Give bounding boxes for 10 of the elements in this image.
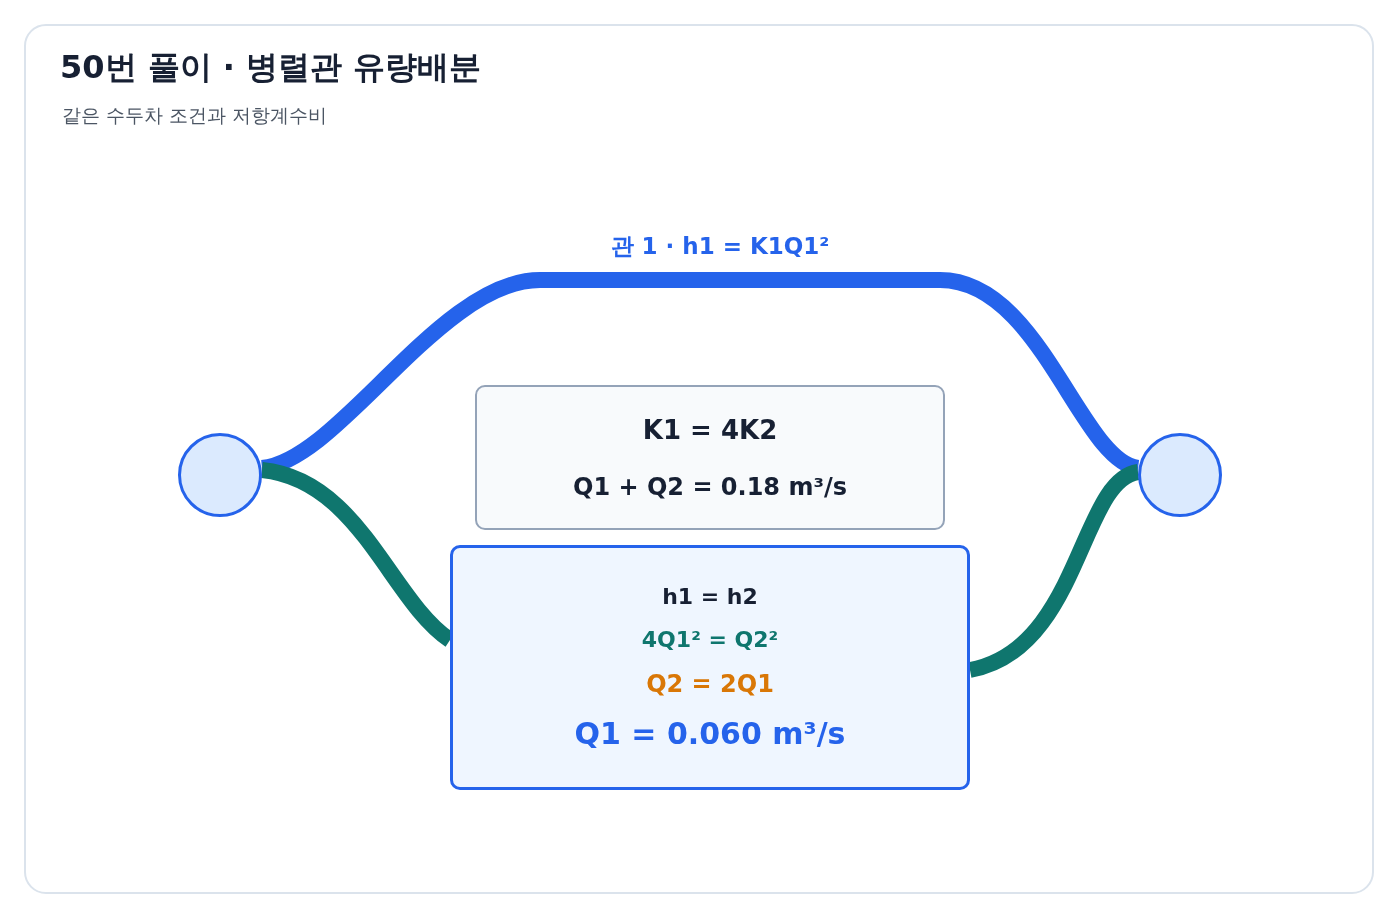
equation-text: h1 = h2 — [662, 584, 758, 609]
equation-text: K1 = 4K2 — [642, 414, 778, 445]
equation-text: Q2 = 2Q1 — [646, 670, 774, 698]
equation-text: Q1 + Q2 = 0.18 m³/s — [573, 472, 847, 501]
equation-text: Q1 = 0.060 m³/s — [574, 716, 846, 751]
subtitle: 같은 수두차 조건과 저항계수비 — [62, 103, 328, 128]
title: 50번 풀이 · 병렬관 유량배분 — [60, 47, 482, 88]
given-box — [475, 385, 945, 530]
solution-box — [450, 545, 970, 790]
equation-text: 4Q1² = Q2² — [641, 627, 779, 652]
